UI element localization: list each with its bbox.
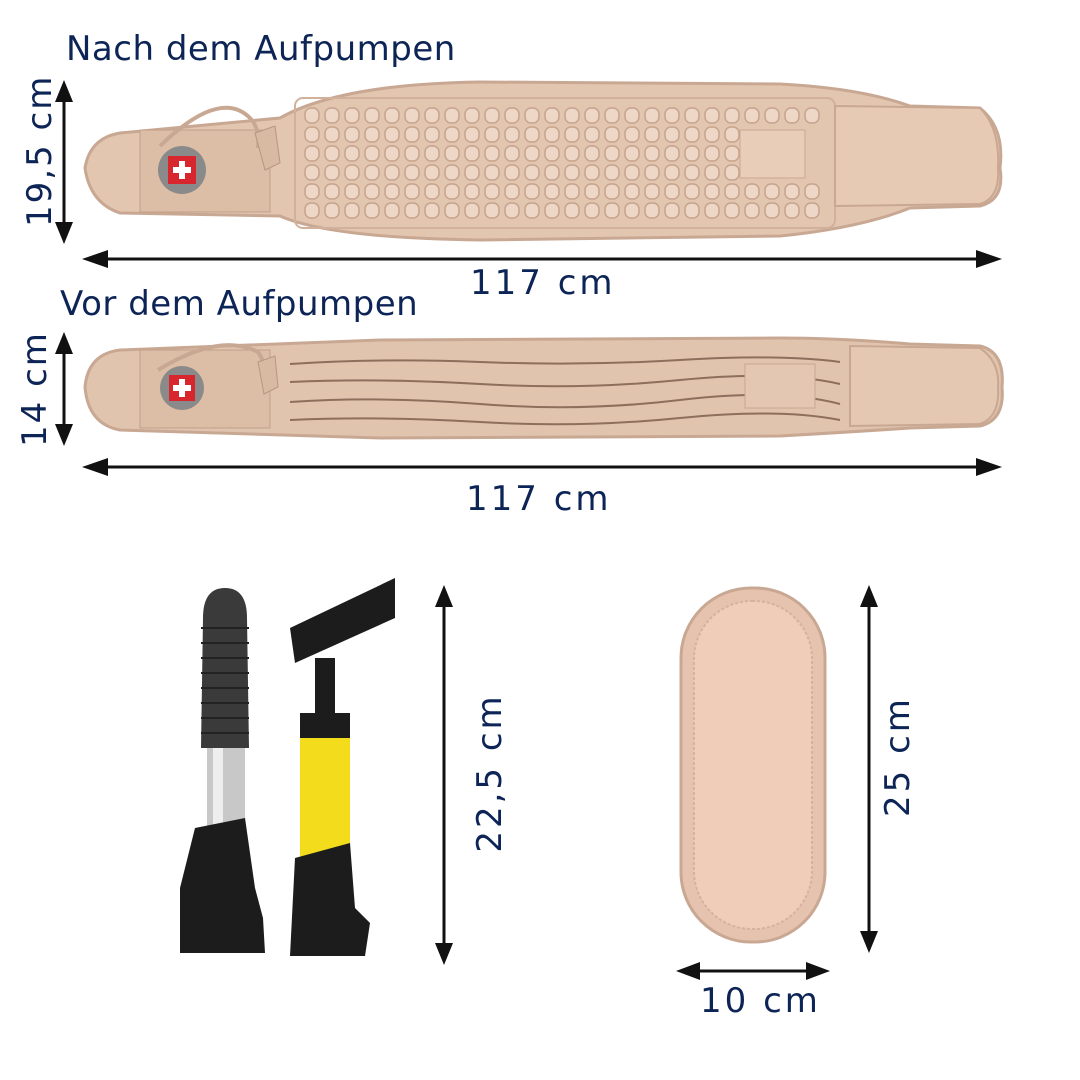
deflated-width-arrow (82, 458, 1002, 476)
pump-silver-image (180, 588, 265, 953)
inflated-title: Nach dem Aufpumpen (66, 29, 456, 69)
deflated-width-label: 117 cm (466, 479, 612, 519)
pump-yellow-image (290, 578, 395, 956)
pad-image (679, 586, 827, 944)
pump-height-label: 22,5 cm (470, 693, 510, 853)
inflated-belt-image (83, 80, 1003, 242)
inflated-width-arrow (82, 250, 1002, 268)
pad-height-label: 25 cm (878, 696, 918, 817)
pump-height-arrow (435, 585, 453, 965)
inflated-height-arrow (55, 80, 73, 244)
pad-width-arrow (676, 962, 830, 980)
pad-height-arrow (860, 585, 878, 953)
pad-width-label: 10 cm (700, 981, 821, 1021)
deflated-title: Vor dem Aufpumpen (60, 284, 419, 324)
inflated-width-label: 117 cm (470, 263, 616, 303)
air-cell-grid (304, 107, 820, 219)
deflated-belt-image (83, 336, 1004, 440)
deflated-height-arrow (55, 332, 73, 446)
deflated-height-label: 14 cm (15, 331, 55, 447)
